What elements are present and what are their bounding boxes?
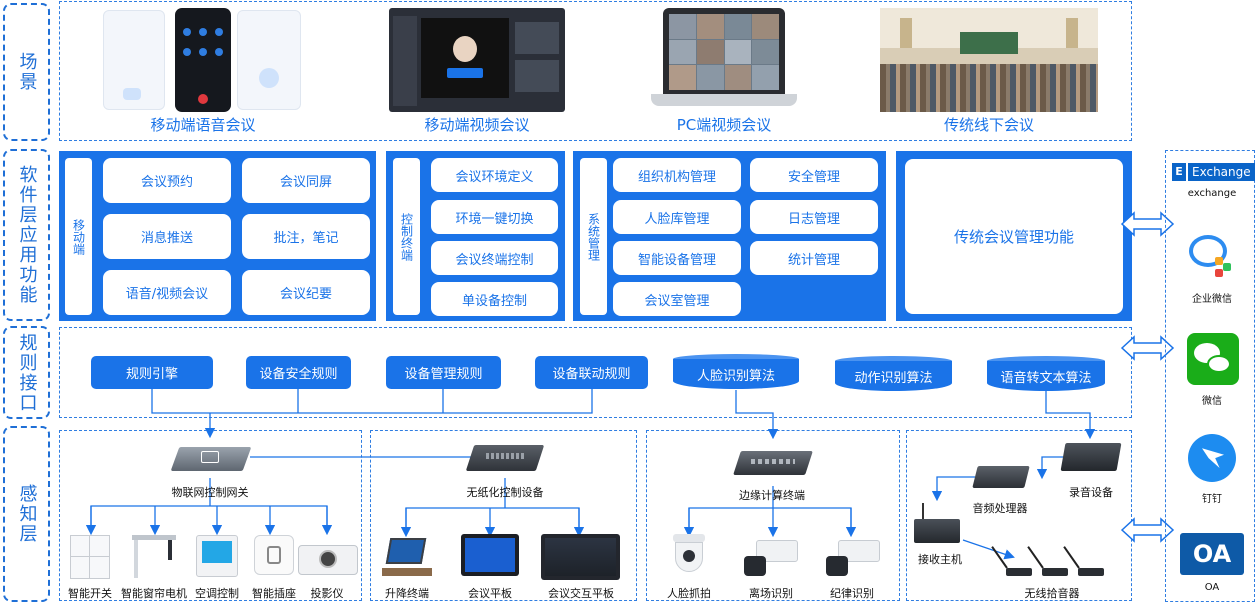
audio-panel xyxy=(906,430,1132,601)
speech-to-text-algorithm[interactable]: 语音转文本算法 xyxy=(987,356,1105,392)
dingtalk-icon[interactable] xyxy=(1188,434,1236,482)
mobile-voice-image xyxy=(103,8,303,112)
device-linkage-rule-button[interactable]: 设备联动规则 xyxy=(535,356,648,389)
system-button-room[interactable]: 会议室管理 xyxy=(613,282,741,316)
system-panel-label: 系统管理 xyxy=(580,158,607,315)
control-button-env-define[interactable]: 会议环境定义 xyxy=(431,158,558,192)
lifting-terminal-label: 升降终端 xyxy=(385,587,429,600)
paperless-panel xyxy=(370,430,637,601)
paperless-control-label: 无纸化控制设备 xyxy=(466,486,544,499)
dingtalk-caption: 钉钉 xyxy=(1202,494,1222,505)
face-recognition-label: 人脸识别算法 xyxy=(673,359,799,389)
wireless-mic-1 xyxy=(991,540,1036,576)
rule-engine-button[interactable]: 规则引擎 xyxy=(91,356,213,389)
wireless-mics-label: 无线拾音器 xyxy=(1024,587,1080,600)
action-recognition-algorithm[interactable]: 动作识别算法 xyxy=(835,356,952,392)
system-button-face-db[interactable]: 人脸库管理 xyxy=(613,200,741,234)
scene-caption-pc-video: PC端视频会议 xyxy=(676,116,772,134)
layer-label-perception: 感知层 xyxy=(3,426,50,602)
exchange-caption: exchange xyxy=(1187,188,1237,199)
layer-label-scene: 场景 xyxy=(3,3,50,141)
system-button-smart-device[interactable]: 智能设备管理 xyxy=(613,241,741,275)
departure-recognition-camera xyxy=(742,540,800,580)
exchange-icon[interactable]: E Exchange xyxy=(1172,161,1255,183)
departure-recognition-label: 离场识别 xyxy=(749,587,793,600)
traditional-meeting-function[interactable]: 传统会议管理功能 xyxy=(905,159,1123,314)
mobile-button-annotate[interactable]: 批注，笔记 xyxy=(242,214,370,259)
smart-socket-device xyxy=(254,535,294,575)
mobile-button-meeting-booking[interactable]: 会议预约 xyxy=(103,158,231,203)
projector-label: 投影仪 xyxy=(310,587,344,600)
interactive-panel-label: 会议交互平板 xyxy=(548,587,614,600)
wireless-mic-2 xyxy=(1027,540,1072,576)
iot-gateway-label: 物联网控制网关 xyxy=(171,486,249,499)
exchange-name: Exchange xyxy=(1188,163,1255,181)
meeting-tablet-label: 会议平板 xyxy=(468,587,512,600)
lifting-terminal-device xyxy=(382,538,432,578)
smart-switch-device xyxy=(70,535,110,579)
wechat-caption: 微信 xyxy=(1202,396,1222,407)
system-button-stats[interactable]: 统计管理 xyxy=(750,241,878,275)
layer-label-software: 软件层应用功能 xyxy=(3,149,50,321)
recorder-label: 录音设备 xyxy=(1069,486,1113,499)
speech-to-text-label: 语音转文本算法 xyxy=(987,361,1105,391)
smart-socket-label: 智能插座 xyxy=(252,587,296,600)
wechat-icon[interactable] xyxy=(1187,333,1239,385)
ac-control-label: 空调控制 xyxy=(195,587,239,600)
control-button-env-switch[interactable]: 环境一键切换 xyxy=(431,200,558,234)
rules-panel xyxy=(59,327,1132,418)
smart-switch-label: 智能开关 xyxy=(68,587,112,600)
curtain-motor-label: 智能窗帘电机 xyxy=(121,587,187,600)
mobile-button-push[interactable]: 消息推送 xyxy=(103,214,231,259)
oa-caption: OA xyxy=(1204,582,1220,593)
system-button-log[interactable]: 日志管理 xyxy=(750,200,878,234)
mobile-button-minutes[interactable]: 会议纪要 xyxy=(242,270,370,315)
mobile-button-screen-share[interactable]: 会议同屏 xyxy=(242,158,370,203)
face-recognition-algorithm[interactable]: 人脸识别算法 xyxy=(673,354,799,390)
audio-processor-device xyxy=(972,460,1030,494)
scene-caption-mobile-voice: 移动端语音会议 xyxy=(150,116,256,134)
receiver-host-device xyxy=(914,503,960,545)
device-management-rule-button[interactable]: 设备管理规则 xyxy=(386,356,501,389)
mobile-video-image xyxy=(389,8,565,112)
mobile-button-av-meeting[interactable]: 语音/视频会议 xyxy=(103,270,231,315)
offline-meeting-image xyxy=(880,8,1098,112)
oa-icon[interactable]: OA xyxy=(1180,533,1244,575)
paperless-control-device xyxy=(465,439,545,477)
receiver-host-label: 接收主机 xyxy=(918,553,962,566)
interactive-panel-device xyxy=(541,534,620,580)
discipline-recognition-camera xyxy=(824,540,882,580)
layer-label-rules: 规则接口 xyxy=(3,326,50,419)
face-capture-camera xyxy=(671,534,707,578)
ac-control-device xyxy=(196,535,238,577)
wireless-mic-3 xyxy=(1063,540,1108,576)
edge-computing-label: 边缘计算终端 xyxy=(739,489,805,502)
system-button-security[interactable]: 安全管理 xyxy=(750,158,878,192)
scene-caption-offline: 传统线下会议 xyxy=(943,116,1034,134)
control-button-single-device[interactable]: 单设备控制 xyxy=(431,282,558,316)
scene-caption-mobile-video: 移动端视频会议 xyxy=(424,116,530,134)
system-button-org[interactable]: 组织机构管理 xyxy=(613,158,741,192)
device-security-rule-button[interactable]: 设备安全规则 xyxy=(246,356,351,389)
external-panel xyxy=(1165,150,1255,602)
control-panel-label: 控制终端 xyxy=(393,158,420,315)
face-capture-label: 人脸抓拍 xyxy=(667,587,711,600)
curtain-motor-device xyxy=(128,533,180,579)
pc-video-image xyxy=(651,8,797,112)
wecom-icon[interactable] xyxy=(1187,231,1235,279)
iot-gateway-device xyxy=(170,439,252,477)
meeting-tablet-device xyxy=(461,534,519,576)
edge-computing-device xyxy=(733,443,813,483)
scene-panel xyxy=(59,1,1132,141)
projector-device xyxy=(298,545,358,575)
discipline-recognition-label: 纪律识别 xyxy=(830,587,874,600)
control-button-terminal-control[interactable]: 会议终端控制 xyxy=(431,241,558,275)
wecom-caption: 企业微信 xyxy=(1192,294,1232,305)
mobile-panel-label: 移动端 xyxy=(65,158,92,315)
recorder-device xyxy=(1060,437,1122,477)
audio-processor-label: 音频处理器 xyxy=(972,502,1028,515)
action-recognition-label: 动作识别算法 xyxy=(835,361,952,391)
